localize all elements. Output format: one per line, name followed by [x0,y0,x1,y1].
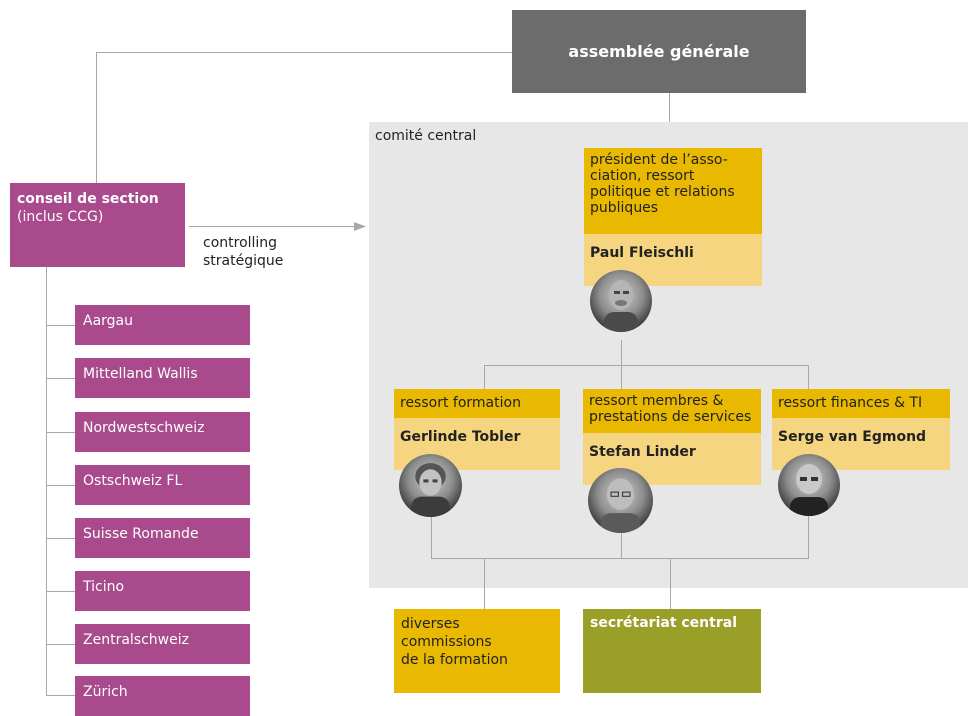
president-name: Paul Fleischli [590,245,694,261]
section-suisse-romande: Suisse Romande [75,518,250,558]
sections-tree-branch [46,325,75,326]
arrow-right-icon [354,222,366,231]
connector-assembly-to-council-horizontal [96,52,512,53]
president-role-line: président de l’asso- [590,152,728,168]
education-commissions-line: diverses commissions [401,616,492,650]
connector-membres [621,365,622,389]
president-role-line: ciation, ressort [590,168,695,184]
section-mittelland-wallis: Mittelland Wallis [75,358,250,398]
education-commissions-box: diverses commissions de la formation [394,609,560,693]
section-ostschweiz-fl: Ostschweiz FL [75,465,250,505]
connector-assembly-to-president [669,93,670,122]
section-nordwestschweiz: Nordwestschweiz [75,412,250,452]
connector-president-down [621,340,622,365]
section-zurich: Zürich [75,676,250,716]
section-zentralschweiz: Zentralschweiz [75,624,250,664]
ressort-membres-name: Stefan Linder [589,444,696,460]
connector-finances [808,365,809,389]
section-council-subtitle: (inclus CCG) [17,209,104,225]
ressort-finances-role: ressort finances & TI [778,395,923,411]
section-ticino: Ticino [75,571,250,611]
ressort-formation-name: Gerlinde Tobler [400,429,521,445]
ressort-membres-role-box: ressort membres & prestations de service… [583,389,761,433]
connector-assembly-to-council-vertical [96,52,97,183]
section-council-title: conseil de section [17,191,159,207]
ressort-finances-role-box: ressort finances & TI [772,389,950,418]
connector-to-commissions [484,558,485,609]
president-photo [590,270,652,332]
controlling-label-line1: controlling [203,235,278,251]
sections-tree-branch [46,432,75,433]
sections-tree-branch [46,538,75,539]
sections-tree-branch [46,591,75,592]
connector-to-secretariat [670,558,671,609]
sections-tree-branch [46,378,75,379]
ressort-membres-photo [588,468,653,533]
president-role-line: politique et relations [590,184,735,200]
connector-formation-down [431,517,432,558]
section-council-box: conseil de section (inclus CCG) [10,183,185,267]
connector-formation [484,365,485,389]
ressort-formation-role-box: ressort formation [394,389,560,418]
connector-finances-down [808,516,809,558]
section-aargau: Aargau [75,305,250,345]
education-commissions-line: de la formation [401,652,508,668]
ressort-membres-role-line: ressort membres & [589,393,724,409]
connector-ressorts-horizontal [484,365,809,366]
sections-tree-branch [46,644,75,645]
sections-tree-branch [46,485,75,486]
general-assembly-box: assemblée générale [512,10,806,93]
controlling-label: controlling stratégique [203,234,283,270]
president-role-box: président de l’asso- ciation, ressort po… [584,148,762,234]
general-assembly-label: assemblée générale [568,42,750,61]
central-secretariat-box: secrétariat central [583,609,761,693]
ressort-finances-name: Serge van Egmond [778,429,927,445]
ressort-formation-role: ressort formation [400,395,521,411]
ressort-membres-role-line: prestations de services [589,409,752,425]
connector-membres-down [621,533,622,558]
ressort-finances-photo [778,454,840,516]
ressort-formation-photo [399,454,462,517]
controlling-arrow-line [189,226,359,227]
connector-bottom-horizontal [431,558,809,559]
president-role-line: publiques [590,200,659,216]
central-committee-label: comité central [375,128,477,144]
central-secretariat-label: secrétariat central [590,615,737,631]
sections-tree-trunk [46,267,47,695]
sections-tree-branch [46,695,75,696]
controlling-label-line2: stratégique [203,253,284,269]
